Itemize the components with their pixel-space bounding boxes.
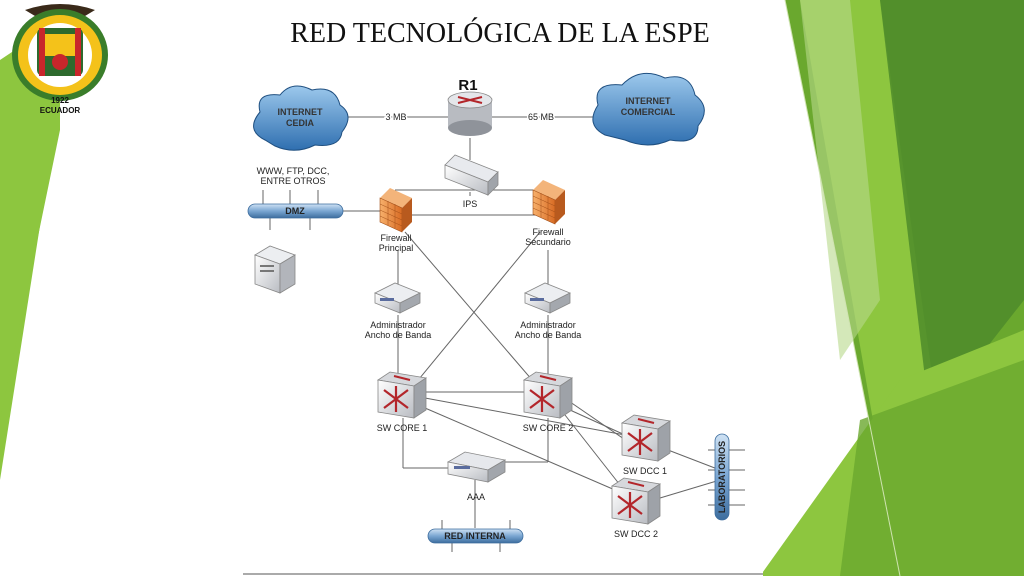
fw-principal-line1: Firewall xyxy=(380,233,411,243)
bandwidth-admin-1-icon: Administrador Ancho de Banda xyxy=(365,282,432,340)
logo-country: ECUADOR xyxy=(40,106,81,115)
admin1-line2: Ancho de Banda xyxy=(365,330,432,340)
sw-dcc-2-label: SW DCC 2 xyxy=(614,529,658,539)
cloud-cedia-line1: INTERNET xyxy=(278,107,324,117)
cloud-internet-comercial: INTERNET COMERCIAL xyxy=(592,72,705,146)
connection-lines xyxy=(343,116,721,528)
fw-secundario-line2: Secundario xyxy=(525,237,571,247)
cloud-cedia-line2: CEDIA xyxy=(286,118,315,128)
firewall-principal-icon: Firewall Principal xyxy=(379,188,414,253)
link-comercial-label: 65 MB xyxy=(528,112,554,122)
link-cedia-label: 3 MB xyxy=(385,112,406,122)
firewall-secundario-icon: Firewall Secundario xyxy=(525,180,571,247)
right-thin-line xyxy=(784,0,901,576)
red-interna-label: RED INTERNA xyxy=(444,531,506,541)
sw-dcc-1-label: SW DCC 1 xyxy=(623,466,667,476)
sw-dcc-2-icon xyxy=(610,477,662,525)
cloud-internet-cedia: INTERNET CEDIA xyxy=(253,85,349,151)
ips-appliance-icon: IPS xyxy=(444,154,499,209)
sw-core-1-icon xyxy=(376,371,428,419)
admin2-line1: Administrador xyxy=(520,320,576,330)
right-green-band-6 xyxy=(840,360,1024,576)
logo-year: 1922 xyxy=(51,96,69,105)
server-icon xyxy=(254,245,296,294)
cloud-comercial-line2: COMERCIAL xyxy=(621,107,676,117)
right-green-band-3 xyxy=(880,0,1024,420)
sw-core-1-label: SW CORE 1 xyxy=(377,423,428,433)
slide-title: RED TECNOLÓGICA DE LA ESPE xyxy=(290,18,710,49)
admin2-line2: Ancho de Banda xyxy=(515,330,582,340)
router-r1-icon: R1 xyxy=(447,77,493,136)
left-green-wedge-2 xyxy=(0,20,60,420)
sw-core-2-label: SW CORE 2 xyxy=(523,423,574,433)
aaa-server-icon: AAA xyxy=(446,451,507,502)
dmz-services-line2: ENTRE OTROS xyxy=(260,176,325,186)
ips-label: IPS xyxy=(463,199,478,209)
laboratorios-bus: LABORATORIOS xyxy=(708,433,745,521)
sw-core-2-icon xyxy=(522,371,574,419)
espe-logo: 1922 ECUADOR xyxy=(12,4,108,115)
sw-dcc-1-icon xyxy=(620,414,672,462)
router-r1-label: R1 xyxy=(458,77,477,94)
dmz-label: DMZ xyxy=(285,206,305,216)
red-interna-bus: RED INTERNA xyxy=(427,520,524,552)
admin1-line1: Administrador xyxy=(370,320,426,330)
dmz-bus: DMZ xyxy=(247,190,344,230)
cloud-comercial-line1: INTERNET xyxy=(626,96,672,106)
right-green-band-5 xyxy=(800,0,880,360)
bandwidth-admin-2-icon: Administrador Ancho de Banda xyxy=(515,282,582,340)
laboratorios-label: LABORATORIOS xyxy=(717,441,727,513)
dmz-services-line1: WWW, FTP, DCC, xyxy=(257,166,330,176)
fw-principal-line2: Principal xyxy=(379,243,414,253)
fw-secundario-line1: Firewall xyxy=(532,227,563,237)
aaa-label: AAA xyxy=(467,492,485,502)
